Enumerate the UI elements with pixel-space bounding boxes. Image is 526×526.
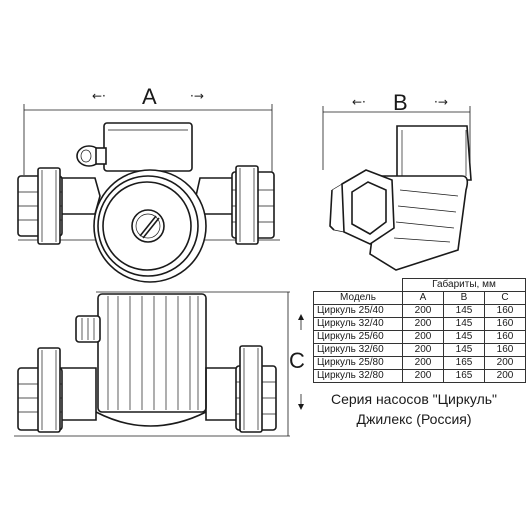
value-cell-c: 160 — [484, 343, 526, 357]
column-header-a: A — [402, 291, 444, 305]
caption-brand-line: Джилекс (Россия) — [356, 411, 472, 427]
caption-series-line: Серия насосов "Циркуль" — [330, 391, 498, 407]
model-cell: Циркуль 25/60 — [313, 330, 403, 344]
column-header-c: C — [484, 291, 526, 305]
value-cell-c: 200 — [484, 356, 526, 370]
dimension-a-left-arrow: ←· — [92, 89, 106, 103]
model-header: Модель — [313, 291, 403, 305]
c-dimension-arrows — [298, 314, 304, 410]
table-row: Циркуль 25/80 200 165 200 — [313, 356, 526, 370]
table-subheader-row: Модель A B C — [313, 291, 526, 305]
model-cell: Циркуль 32/80 — [313, 369, 403, 383]
model-cell: Циркуль 32/60 — [313, 343, 403, 357]
table-header-row: Габариты, мм — [313, 278, 526, 292]
pump-top-view — [14, 291, 290, 437]
caption: Серия насосов "Циркуль" Джилекс (Россия) — [314, 389, 514, 429]
dimension-a-right-arrow: ·→ — [190, 89, 204, 103]
value-cell-c: 160 — [484, 330, 526, 344]
table-row: Циркуль 32/60 200 145 160 — [313, 343, 526, 357]
value-cell-a: 200 — [402, 343, 444, 357]
value-cell-c: 160 — [484, 304, 526, 318]
value-cell-a: 200 — [402, 304, 444, 318]
model-cell: Циркуль 25/80 — [313, 356, 403, 370]
column-header-b: B — [443, 291, 485, 305]
table-row: Циркуль 25/60 200 145 160 — [313, 330, 526, 344]
dimension-c-label: C — [289, 348, 305, 373]
dimension-b-left-arrow: ←· — [352, 95, 366, 109]
dimension-b-right-arrow: ·→ — [434, 95, 448, 109]
value-cell-b: 165 — [443, 369, 485, 383]
table-row: Циркуль 25/40 200 145 160 — [313, 304, 526, 318]
pump-front-view — [17, 104, 280, 283]
dimension-b-label: B — [393, 90, 408, 115]
dimensions-table: Габариты, мм Модель A B C Циркуль 25/40 … — [313, 278, 526, 383]
header-empty-cell — [313, 278, 403, 292]
value-cell-b: 145 — [443, 330, 485, 344]
value-cell-b: 145 — [443, 304, 485, 318]
table-row: Циркуль 32/40 200 145 160 — [313, 317, 526, 331]
value-cell-a: 200 — [402, 369, 444, 383]
value-cell-a: 200 — [402, 330, 444, 344]
value-cell-c: 160 — [484, 317, 526, 331]
model-cell: Циркуль 32/40 — [313, 317, 403, 331]
value-cell-a: 200 — [402, 317, 444, 331]
model-cell: Циркуль 25/40 — [313, 304, 403, 318]
value-cell-b: 165 — [443, 356, 485, 370]
table-row: Циркуль 32/80 200 165 200 — [313, 369, 526, 383]
value-cell-b: 145 — [443, 343, 485, 357]
dimension-a-label: A — [142, 84, 157, 109]
value-cell-b: 145 — [443, 317, 485, 331]
group-header: Габариты, мм — [402, 278, 526, 292]
pump-side-view — [322, 106, 472, 271]
value-cell-c: 200 — [484, 369, 526, 383]
value-cell-a: 200 — [402, 356, 444, 370]
